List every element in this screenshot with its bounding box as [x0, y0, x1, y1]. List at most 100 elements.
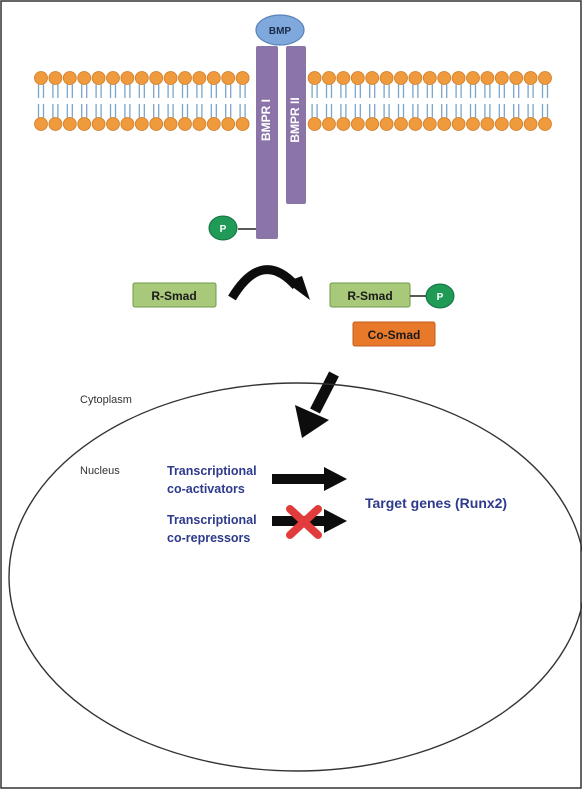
lipid-head [206, 117, 221, 131]
r-smad-box: R-Smad [132, 282, 217, 308]
lipid-head [350, 117, 365, 131]
r-smad-phosphate-label: P [437, 292, 444, 303]
lipid-head [509, 117, 524, 131]
lipid-head [365, 117, 380, 131]
lipid-head [408, 71, 423, 85]
lipid-head [48, 117, 63, 131]
r-smad-phospho-box: R-Smad P [329, 282, 455, 309]
lipid-head [307, 117, 322, 131]
activation-arrow-shaft [272, 474, 327, 484]
corepressors-line1: Transcriptional [167, 513, 257, 527]
lipid-head [466, 71, 480, 85]
entry-arrow-head [295, 405, 329, 438]
lipid-head [192, 117, 207, 131]
r-smad-rect [132, 282, 217, 308]
lipid-head [422, 117, 437, 131]
lipid-head [48, 71, 63, 85]
lipid-head [322, 71, 336, 85]
lipid-head [379, 117, 394, 131]
lipid-head [538, 117, 552, 131]
bmpr2-bar [286, 46, 306, 204]
r-smad-phosphate-circle [425, 283, 455, 309]
activation-arrow-head [324, 467, 347, 491]
lipid-head [336, 117, 351, 131]
nucleus-label: Nucleus [80, 465, 120, 477]
lipid-head [437, 117, 452, 131]
lipid-head [307, 71, 322, 85]
phosphorylation-arrow [228, 265, 310, 301]
receptor-phosphate: P [208, 215, 256, 241]
lipid-head [235, 71, 250, 85]
lipid-head [394, 117, 408, 131]
lipid-head [62, 117, 77, 131]
bmpr1-label: BMPR I [259, 99, 273, 141]
lipid-head [480, 71, 495, 85]
lipid-head [509, 71, 524, 85]
lipid-head [322, 117, 336, 131]
r-smad-label: R-Smad [151, 289, 196, 303]
lipid-head [494, 71, 509, 85]
lipid-head [163, 117, 178, 131]
lipid-head [120, 117, 135, 131]
lipid-head [365, 71, 380, 85]
lipid-head [480, 117, 495, 131]
lipid-head [91, 71, 106, 85]
lipid-head [235, 117, 250, 131]
nuclear-entry-arrow [295, 371, 339, 438]
co-smad-rect [352, 321, 436, 347]
lipid-head [106, 71, 120, 85]
lipid-head [451, 117, 466, 131]
lipid-head [350, 71, 365, 85]
bmp-ligand: BMP [255, 14, 305, 46]
bmpr2-label: BMPR II [288, 97, 302, 142]
lipid-head [62, 71, 77, 85]
corepressors-line2: co-repressors [167, 531, 250, 545]
phosphate-circle [208, 215, 238, 241]
lipid-head [523, 71, 538, 85]
cell-membrane [34, 71, 552, 131]
bmpr1-receptor: BMPR I [256, 46, 278, 239]
lipid-head [149, 117, 164, 131]
r-smad-phospho-label: R-Smad [347, 289, 392, 303]
lipid-head [120, 71, 135, 85]
coactivators-line2: co-activators [167, 482, 245, 496]
lipid-head [379, 71, 394, 85]
lipid-head [494, 117, 509, 131]
lipid-head [77, 117, 92, 131]
lipid-head [451, 71, 466, 85]
bmp-ellipse [255, 14, 305, 46]
lipid-head [538, 71, 552, 85]
blocked-cross-icon [286, 505, 322, 539]
lipid-head [422, 71, 437, 85]
activation-arrow [272, 467, 347, 491]
lipid-head [466, 117, 480, 131]
lipid-head [408, 117, 423, 131]
bmp-label: BMP [269, 26, 292, 37]
bmpr1-bar [256, 46, 278, 239]
lipid-head [221, 117, 236, 131]
lipid-head [178, 71, 192, 85]
lipid-head [149, 71, 164, 85]
target-genes-label: Target genes (Runx2) [365, 495, 507, 511]
lipid-head [394, 71, 408, 85]
lipid-head [178, 117, 192, 131]
curved-arrow-shaft [228, 265, 300, 301]
lipid-head [336, 71, 351, 85]
lipid-head [523, 117, 538, 131]
lipid-head [134, 71, 149, 85]
lipid-head [163, 71, 178, 85]
cross-stroke-b [286, 505, 322, 539]
lipid-head [34, 71, 48, 85]
lipid-head [34, 117, 48, 131]
phosphate-label: P [220, 224, 227, 235]
r-smad-phospho-rect [329, 282, 411, 308]
repression-arrow-head [324, 509, 347, 533]
coactivators-line1: Transcriptional [167, 464, 257, 478]
lipid-head [134, 117, 149, 131]
lipid-head [437, 71, 452, 85]
bmpr2-receptor: BMPR II [286, 46, 306, 204]
lipid-head [206, 71, 221, 85]
